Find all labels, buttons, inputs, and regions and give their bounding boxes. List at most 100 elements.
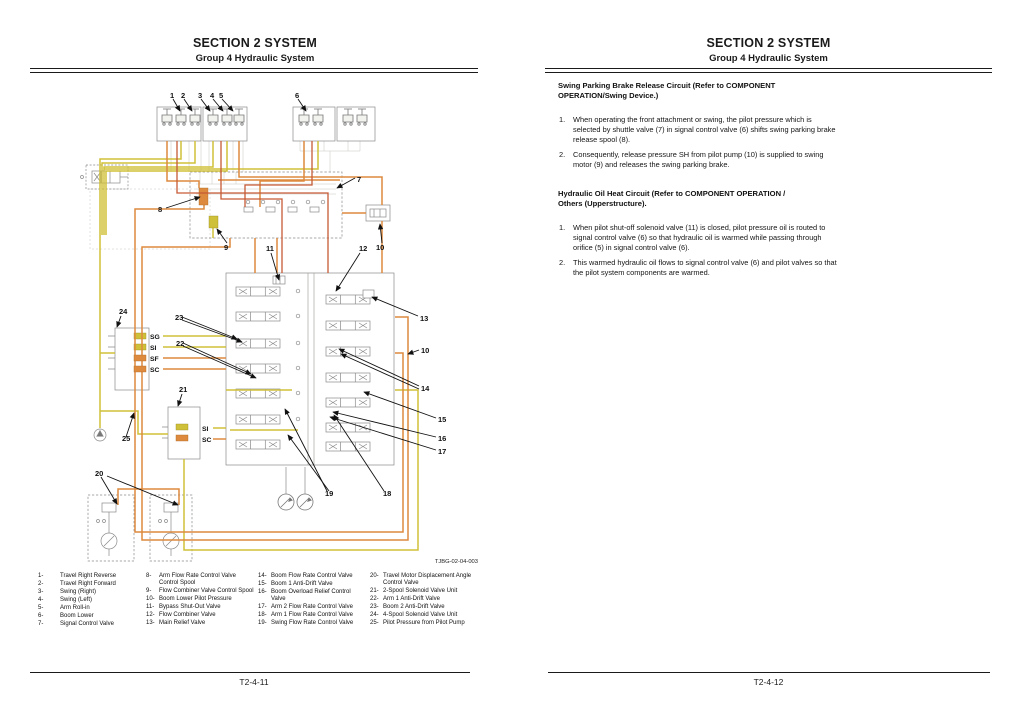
legend: 1-Travel Right Reverse 2-Travel Right Fo…	[0, 573, 510, 665]
callout-arrows	[100, 98, 437, 506]
legend-item: 16-Boom Overload Relief Control Valve	[258, 589, 364, 603]
hydraulic-circuit-diagram: 1 2 3 4 5 6 7 8 9 10 11 12 13 10 14 15 1…	[80, 91, 446, 562]
legend-label: Swing (Right)	[60, 589, 97, 595]
legend-num: 14-	[258, 573, 267, 579]
legend-num: 7-	[38, 621, 44, 627]
callout-5: 5	[219, 91, 223, 100]
legend-num: 13-	[146, 620, 155, 626]
numbered-paragraph: 2.This warmed hydraulic oil flows to sig…	[558, 258, 840, 278]
legend-item: 10- Boom Lower Pilot Pressure	[146, 596, 256, 603]
item-number: 1.	[559, 115, 566, 125]
legend-item: 18-Arm 1 Flow Rate Control Valve	[258, 612, 364, 619]
callout-6: 6	[295, 91, 299, 100]
legend-num: 19-	[258, 620, 267, 626]
legend-num: 6-	[38, 613, 44, 619]
legend-label: Flow Combiner Valve	[159, 612, 216, 618]
legend-num: 12-	[146, 612, 155, 618]
legend-num: 3-	[38, 589, 44, 595]
group-subtitle: Group 4 Hydraulic System	[195, 53, 315, 64]
legend-label: 4-Spool Solenoid Valve Unit	[383, 612, 458, 618]
legend-label: Flow Combiner Valve Control Spool	[159, 588, 254, 594]
callout-19: 19	[325, 489, 333, 498]
legend-num: 11-	[146, 604, 155, 610]
callout-25: 25	[122, 434, 130, 443]
legend-item: 19- Swing Flow Rate Control Valve	[258, 620, 364, 627]
legend-label: Boom Overload Relief Control Valve	[271, 589, 351, 602]
header-rule	[30, 68, 478, 73]
legend-num: 4-	[38, 597, 44, 603]
legend-item: 13- Main Relief Valve	[146, 620, 256, 627]
callout-17: 17	[438, 447, 446, 456]
valve-structures	[80, 106, 395, 562]
left-page-header: SECTION 2 SYSTEM Group 4 Hydraulic Syste…	[30, 36, 480, 64]
legend-item: 17-Arm 2 Flow Rate Control Valve	[258, 604, 364, 611]
section-heading: Swing Parking Brake Release Circuit (Ref…	[558, 81, 776, 100]
section-heading: Hydraulic Oil Heat Circuit (Refer to COM…	[558, 189, 786, 208]
legend-label: Main Relief Valve	[159, 620, 206, 626]
legend-column-3: 14- Boom Flow Rate Control Valve 15- Boom …	[258, 573, 364, 628]
legend-num: 10-	[146, 596, 155, 602]
callout-10-top: 10	[376, 243, 384, 252]
legend-label: Signal Control Valve	[60, 621, 114, 627]
legend-label: Travel Right Reverse	[60, 573, 117, 579]
callout-2: 2	[181, 91, 185, 100]
legend-column-4: 20- Travel Motor Displacement Angle Contr…	[370, 573, 476, 628]
legend-item: 24-4-Spool Solenoid Valve Unit	[370, 612, 476, 619]
right-page-body: Swing Parking Brake Release Circuit (Ref…	[558, 81, 840, 283]
section-swing-parking-brake: Swing Parking Brake Release Circuit (Ref…	[558, 81, 840, 170]
page-number-left: T2-4-11	[239, 677, 269, 687]
legend-item: 3- Swing (Right)	[38, 589, 142, 596]
legend-label: Travel Motor Displacement Angle Control …	[383, 573, 472, 586]
legend-label: Arm Roll-in	[60, 605, 90, 611]
callout-12: 12	[359, 244, 367, 253]
callout-16: 16	[438, 434, 446, 443]
legend-label: Bypass Shut-Out Valve	[159, 604, 221, 610]
pilot-line-web	[89, 141, 361, 250]
section-hydraulic-oil-heat: Hydraulic Oil Heat Circuit (Refer to COM…	[558, 189, 840, 278]
group-subtitle: Group 4 Hydraulic System	[709, 53, 828, 64]
legend-num: 8-	[146, 573, 152, 579]
footer-rule-left	[30, 672, 470, 673]
item-number: 1.	[559, 223, 566, 233]
legend-item: 1- Travel Right Reverse	[38, 573, 142, 580]
footer-rule-right	[548, 672, 990, 673]
legend-num: 21-	[370, 588, 379, 594]
page-number-right: T2-4-12	[753, 677, 784, 687]
legend-label: Boom Lower Pilot Pressure	[159, 596, 232, 602]
legend-item: 12- Flow Combiner Valve	[146, 612, 256, 619]
pressure-valve-elements	[133, 187, 209, 442]
section-title: SECTION 2 SYSTEM	[706, 36, 831, 50]
legend-num: 1-	[38, 573, 44, 579]
callout-1: 1	[170, 91, 174, 100]
item-text: When pilot shut-off solenoid valve (11) …	[573, 223, 826, 253]
numbered-paragraph: 1. When pilot shut-off solenoid valve (11…	[558, 223, 840, 253]
callout-24: 24	[119, 307, 128, 316]
legend-column-1: 1-Travel Right Reverse 2-Travel Right Fo…	[38, 573, 142, 629]
legend-num: 9-	[146, 588, 152, 594]
port-label-sf: SF	[150, 356, 159, 363]
callout-3: 3	[198, 91, 202, 100]
legend-label: Arm 2 Flow Rate Control Valve	[271, 604, 353, 610]
legend-item: 22-Arm 1 Anti-Drift Valve	[370, 596, 476, 603]
legend-label: 2-Spool Solenoid Valve Unit	[383, 588, 458, 594]
numbered-paragraph: 1.When operating the front attachment or…	[558, 115, 840, 145]
legend-item: 9- Flow Combiner Valve Control Spool	[146, 588, 256, 595]
legend-label: Arm 1 Flow Rate Control Valve	[271, 612, 353, 618]
right-page-header: SECTION 2 SYSTEM Group 4 Hydraulic Syste…	[545, 36, 992, 64]
legend-num: 15-	[258, 581, 267, 587]
legend-item: 25-Pilot Pressure from Pilot Pump	[370, 620, 476, 627]
legend-num: 5-	[38, 605, 44, 611]
legend-item: 5- Arm Roll-in	[38, 605, 142, 612]
callout-4: 4	[210, 91, 215, 100]
callout-21: 21	[179, 385, 187, 394]
legend-num: 20-	[370, 573, 379, 579]
legend-label: Pilot Pressure from Pilot Pump	[383, 620, 465, 626]
callout-14: 14	[421, 384, 430, 393]
callout-15: 15	[438, 415, 446, 424]
callout-10-right: 10	[421, 346, 429, 355]
legend-label: Swing Flow Rate Control Valve	[271, 620, 354, 626]
legend-label: Boom 2 Anti-Drift Valve	[383, 604, 445, 610]
legend-item: 8-Arm Flow Rate Control Valve Control Sp…	[146, 573, 256, 587]
legend-label: Boom Flow Rate Control Valve	[271, 573, 353, 579]
port-label-u21-si: SI	[202, 426, 209, 433]
